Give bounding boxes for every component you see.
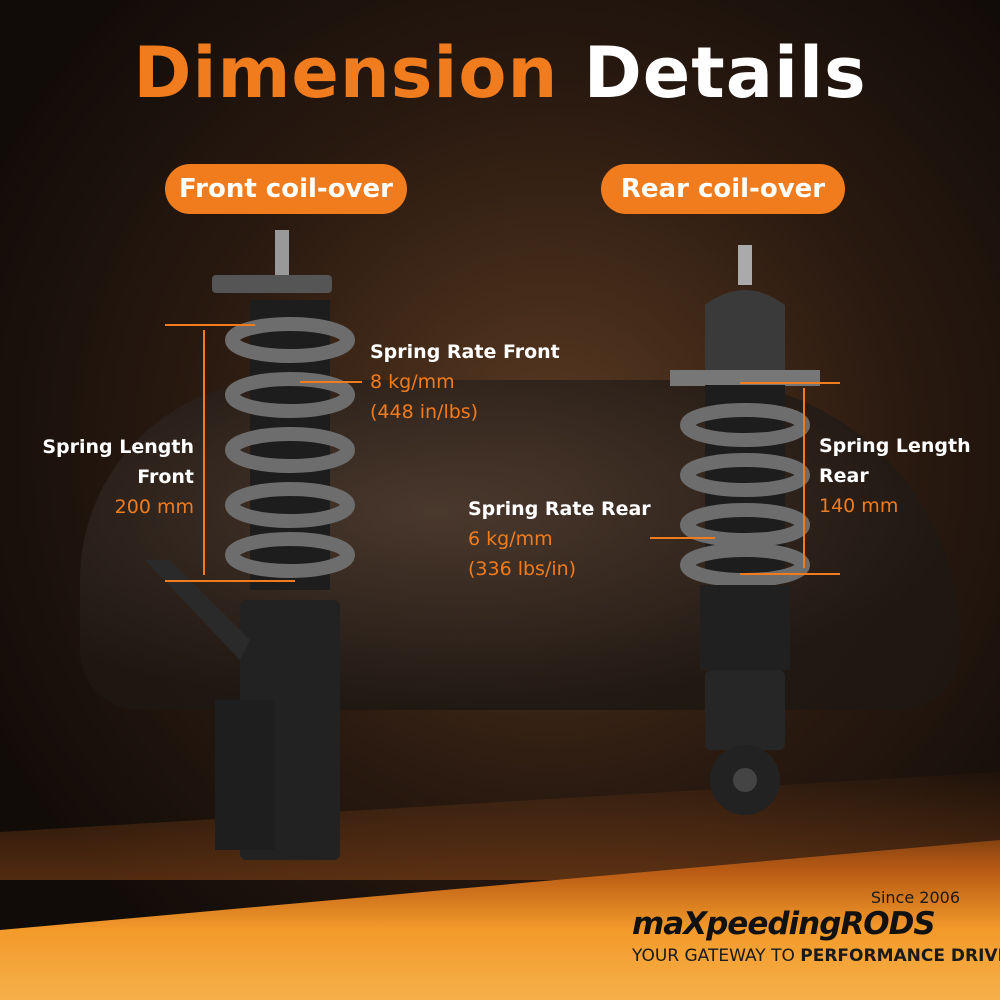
front-rate-pointer: [300, 381, 362, 383]
rear-bottom-marker: [740, 573, 840, 575]
tagline: YOUR GATEWAY TO PERFORMANCE DRIVING: [632, 946, 1000, 966]
rear-coilover-badge: Rear coil-over: [601, 164, 845, 214]
front-coilover-badge: Front coil-over: [165, 164, 407, 214]
rear-length-value: 140 mm: [819, 495, 899, 517]
front-spring-rate: Spring Rate Front 8 kg/mm (448 in/lbs): [370, 337, 560, 427]
rear-length-title: Spring Length: [819, 435, 971, 457]
front-rate-metric: 8 kg/mm: [370, 371, 455, 393]
rear-rate-title: Spring Rate Rear: [468, 498, 651, 520]
title-part-1: Dimension: [133, 32, 559, 114]
front-top-marker: [165, 324, 255, 326]
since-text: Since 2006: [870, 888, 960, 907]
front-length-title-2: Front: [137, 466, 194, 488]
car-background: [80, 380, 960, 710]
brand-logo: Since 2006 maXpeedingRODS YOUR GATEWAY T…: [630, 888, 1000, 972]
rear-length-title-2: Rear: [819, 465, 869, 487]
front-length-arrow: [203, 330, 205, 575]
rear-spring-length: Spring Length Rear 140 mm: [819, 431, 971, 521]
tagline-part-2: PERFORMANCE DRIVING: [800, 946, 1000, 966]
front-bottom-marker: [165, 580, 295, 582]
front-spring-length: Spring Length Front 200 mm: [20, 432, 194, 522]
rear-rate-pointer: [650, 537, 715, 539]
front-rate-imperial: (448 in/lbs): [370, 401, 479, 423]
rear-spring-rate: Spring Rate Rear 6 kg/mm (336 lbs/in): [468, 494, 651, 584]
front-length-title: Spring Length: [42, 436, 194, 458]
page-title: Dimension Details: [0, 32, 1000, 114]
front-coilover-image: [145, 230, 355, 860]
rear-length-arrow: [803, 388, 805, 568]
front-length-value: 200 mm: [114, 496, 194, 518]
rear-rate-imperial: (336 lbs/in): [468, 558, 577, 580]
rear-top-marker: [740, 382, 840, 384]
rear-coilover-image: [670, 245, 820, 815]
front-rate-title: Spring Rate Front: [370, 341, 560, 363]
brand-name: maXpeedingRODS: [632, 906, 936, 942]
rear-rate-metric: 6 kg/mm: [468, 528, 553, 550]
title-part-2: Details: [583, 32, 867, 114]
tagline-part-1: YOUR GATEWAY TO: [632, 946, 795, 966]
